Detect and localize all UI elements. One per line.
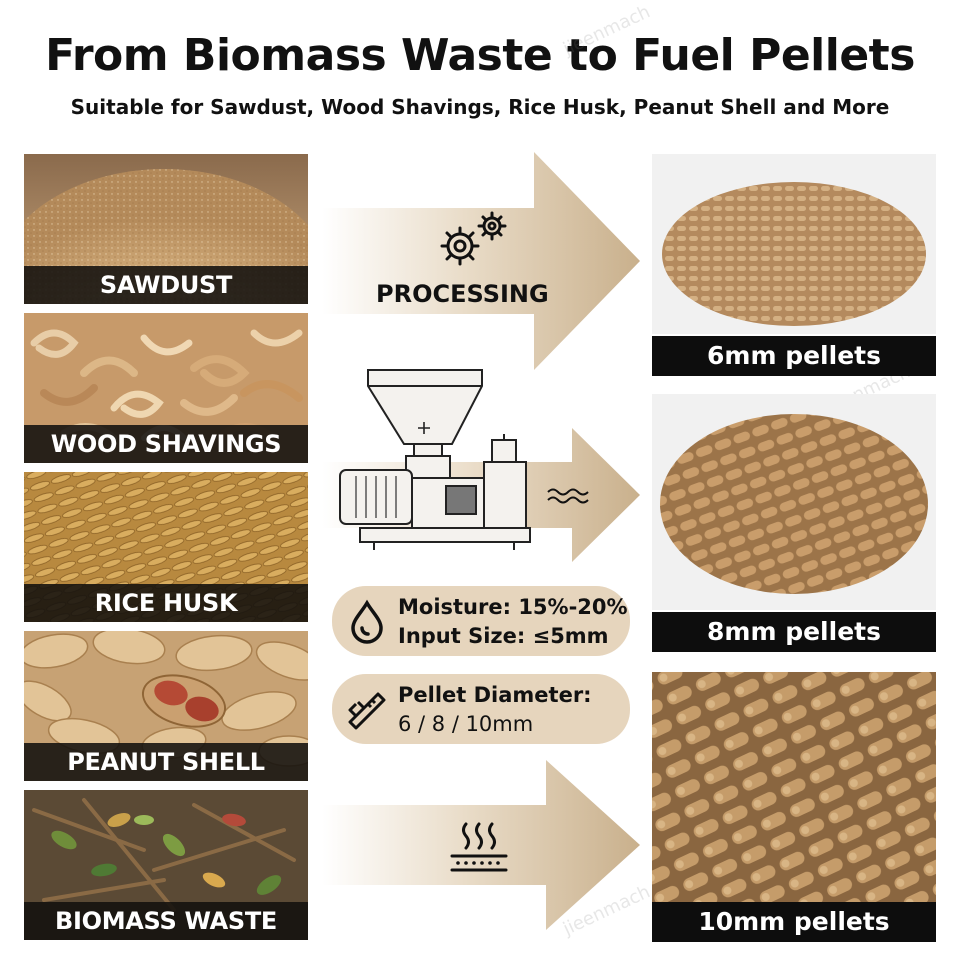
- pellet-label: 8mm pellets: [652, 612, 936, 652]
- material-tile-peanut-shell: PEANUT SHELL: [24, 631, 308, 781]
- pellet-label: 10mm pellets: [652, 902, 936, 942]
- material-label: WOOD SHAVINGS: [24, 425, 308, 463]
- processing-label: PROCESSING: [376, 280, 549, 308]
- material-tile-sawdust: SAWDUST: [24, 154, 308, 304]
- material-label: PEANUT SHELL: [24, 743, 308, 781]
- pellet-machine-icon: [339, 369, 589, 550]
- pellet-tile-6mm: 6mm pellets: [652, 154, 936, 376]
- moisture-text: Moisture: 15%-20%: [398, 595, 628, 619]
- pellet-tile-10mm: 10mm pellets: [652, 672, 936, 944]
- caliper-icon: [348, 692, 386, 730]
- pellet-tile-8mm: 8mm pellets: [652, 394, 936, 654]
- pellet-diameter-label: Pellet Diameter:: [398, 683, 592, 707]
- page-subtitle: Suitable for Sawdust, Wood Shavings, Ric…: [70, 95, 890, 119]
- material-label: BIOMASS WASTE: [24, 902, 308, 940]
- pellets-8mm-image: [652, 394, 936, 610]
- pellets-10mm-image: [652, 672, 936, 902]
- material-tile-rice-husk: RICE HUSK: [24, 472, 308, 622]
- heat-icon: [450, 822, 508, 872]
- pellet-diameter-value: 6 / 8 / 10mm: [398, 712, 534, 736]
- material-tile-wood-shavings: WOOD SHAVINGS: [24, 313, 308, 463]
- processing-arrow: [322, 152, 640, 370]
- material-label: SAWDUST: [24, 266, 308, 304]
- pellets-6mm-image: [652, 154, 936, 334]
- input-size-text: Input Size: ≤5mm: [398, 624, 609, 648]
- pellet-label: 6mm pellets: [652, 336, 936, 376]
- moisture-spec-panel: Moisture: 15%-20% Input Size: ≤5mm: [332, 586, 630, 656]
- water-drop-icon: [351, 599, 383, 644]
- material-label: RICE HUSK: [24, 584, 308, 622]
- material-tile-biomass-waste: BIOMASS WASTE: [24, 790, 308, 940]
- page-title: From Biomass Waste to Fuel Pellets: [45, 30, 915, 81]
- diameter-spec-panel: Pellet Diameter: 6 / 8 / 10mm: [332, 674, 630, 744]
- gears-icon: [440, 211, 507, 266]
